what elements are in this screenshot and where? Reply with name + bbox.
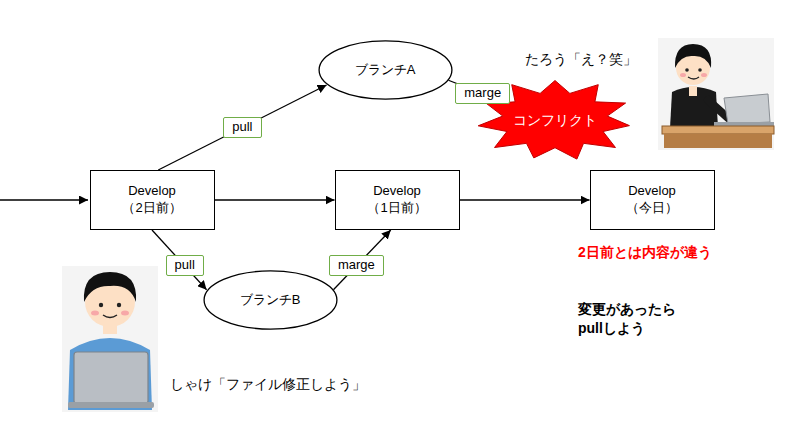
node-label: Develop [373, 183, 421, 200]
develop-box: Develop（1日前） [335, 170, 460, 230]
connector-arrow [215, 199, 335, 200]
node-label: コンフリクト [513, 111, 597, 129]
node-label: （1日前） [367, 200, 426, 217]
note-text: 2日前とは内容が違う [578, 243, 712, 262]
speech-text: しゃけ「ファイル修正しよう」 [170, 375, 366, 394]
connector-arrow [158, 85, 326, 170]
develop-box: Develop（2日前） [90, 170, 215, 230]
branch-ellipse: ブランチA [318, 40, 453, 100]
node-label: ブランチA [355, 62, 416, 79]
speech-text: たろう「え？笑」 [525, 50, 637, 69]
node-label: （2日前） [122, 200, 181, 217]
node-text-group: コンフリクト [513, 111, 597, 129]
edge-label: marge [455, 83, 510, 104]
taro-figure [658, 38, 774, 150]
edge-label: pull [166, 255, 204, 276]
edge-label: marge [329, 255, 384, 276]
node-text-group: ブランチB [240, 292, 301, 309]
note-text: 変更があったら pullしよう [578, 300, 690, 338]
node-label: （今日） [626, 200, 678, 217]
node-text-group: Develop（今日） [626, 183, 678, 217]
node-label: Develop [628, 183, 676, 200]
develop-box: Develop（今日） [590, 170, 715, 230]
connector-arrow [460, 199, 590, 200]
node-text-group: Develop（2日前） [122, 183, 181, 217]
node-label: ブランチB [240, 292, 301, 309]
edge-label: pull [223, 117, 261, 138]
node-text-group: ブランチA [355, 62, 416, 79]
branch-ellipse: ブランチB [203, 270, 338, 330]
node-text-group: Develop（1日前） [367, 183, 426, 217]
connector-arrow [152, 230, 207, 290]
node-label: Develop [128, 183, 176, 200]
shake-figure [62, 266, 158, 412]
history-line [0, 199, 88, 200]
